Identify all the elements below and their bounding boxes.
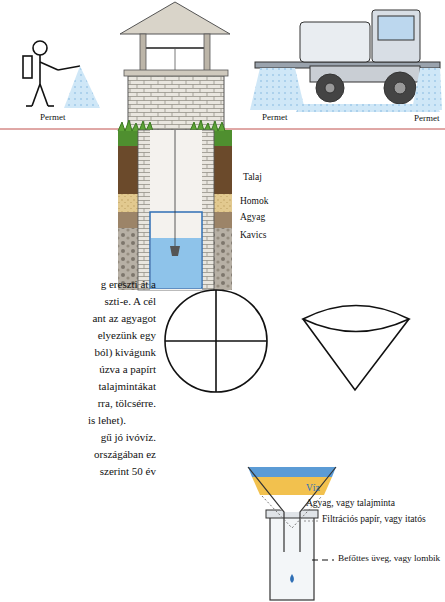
part-label: Agyag, vagy talajminta — [306, 498, 395, 509]
body-text: szerint 50 év — [100, 465, 156, 478]
filter-circle — [165, 290, 267, 392]
spray — [250, 68, 305, 110]
body-text: is lehet). — [88, 414, 126, 427]
spray — [64, 66, 100, 108]
body-text: ból) kivágunk — [95, 346, 156, 359]
spray-label: Permet — [40, 112, 66, 122]
body-text: rra, tölcsérre. — [98, 397, 156, 410]
body-text: úzva a papírt — [99, 363, 156, 376]
body-text: szti-e. A cél — [104, 295, 156, 308]
layer-label: Talaj — [243, 172, 262, 183]
body-text: g ereszti át a — [101, 278, 156, 291]
spray — [412, 68, 442, 110]
layer-label: Kavics — [240, 230, 266, 241]
layer-label: Homok — [240, 196, 269, 207]
body-text: országában ez — [94, 448, 156, 461]
spray-label: Permet — [414, 113, 440, 123]
body-text: talajmintákat — [99, 380, 156, 393]
well — [118, 2, 232, 290]
part-label: Víz — [306, 483, 320, 494]
part-label: Befőttes üveg, vagy lombik — [338, 553, 440, 564]
body-text: elyezünk egy — [98, 329, 156, 342]
body-text: ant az agyagot — [92, 312, 156, 325]
spray-label: Permet — [262, 112, 288, 122]
part-label: Filtrációs papír, vagy itatós — [322, 514, 426, 525]
funnel-apparatus — [248, 467, 336, 600]
filter-cone — [303, 306, 409, 391]
body-text: gű jó ivóvíz. — [101, 431, 156, 444]
layer-label: Agyag — [240, 212, 265, 223]
